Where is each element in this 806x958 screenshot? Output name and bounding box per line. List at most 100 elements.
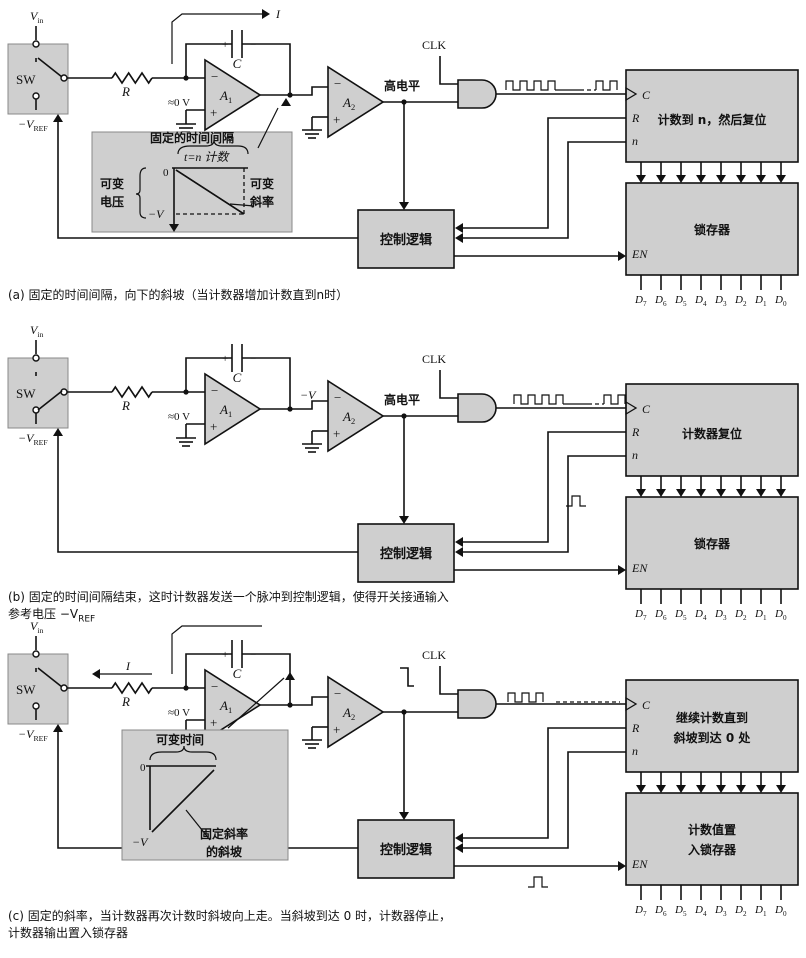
- switch-arrow: [53, 428, 63, 436]
- counter-block: [625, 679, 799, 773]
- inset-a-title: 固定的时间间隔: [150, 130, 234, 145]
- comparator-step: [400, 667, 414, 687]
- and-gate: [457, 79, 497, 109]
- bus-arrow-1: [656, 489, 666, 497]
- amp-a1-minus: −: [211, 383, 218, 398]
- inset-a-right-line1: 可变: [250, 176, 274, 191]
- pin-r: R: [631, 425, 640, 439]
- output-label-4: D3: [714, 608, 727, 622]
- output-label-2: D5: [674, 904, 687, 918]
- r-arrow: [455, 537, 463, 547]
- current-label: I: [125, 659, 131, 673]
- inset-c-right-line2: 的斜坡: [206, 844, 243, 859]
- en-arrow: [618, 251, 626, 261]
- counter-text-line1: 计数器复位: [682, 426, 742, 441]
- arrowhead: [285, 672, 295, 680]
- amp-a2: [327, 65, 385, 139]
- output-label-7: D0: [774, 904, 787, 918]
- cap-right-wire: [242, 43, 291, 95]
- switch-label: SW: [16, 72, 36, 87]
- r-label: R: [121, 398, 130, 413]
- output-label-6: D1: [754, 904, 767, 918]
- bus-arrow-4: [716, 489, 726, 497]
- counter-text-line1: 计数到 n，然后复位: [658, 112, 767, 127]
- switch-arm: [37, 390, 63, 411]
- control-label: 控制逻辑: [380, 842, 432, 858]
- clk-label: CLK: [422, 38, 446, 52]
- a1-to-a2-wire: [290, 696, 328, 706]
- switch-contact-bottom: [32, 702, 40, 710]
- bus-arrow-0: [636, 785, 646, 793]
- switch-pole: [60, 684, 68, 692]
- switch-contact-top: [32, 354, 40, 362]
- amp-a2-plus: +: [333, 426, 340, 441]
- control-in-arrow: [399, 516, 409, 524]
- pulse-c: [528, 876, 548, 888]
- r-feedback-wire: [462, 431, 626, 543]
- control-to-switch-wire: [57, 122, 358, 239]
- r-arrow: [455, 223, 463, 233]
- control-label: 控制逻辑: [380, 546, 432, 562]
- and-gate: [457, 393, 497, 423]
- amp-a2: [327, 379, 385, 453]
- cap-minus: −: [250, 353, 256, 365]
- inset-a-neg: −V: [148, 207, 165, 221]
- switch-arrow: [53, 724, 63, 732]
- caption-c: (c) 固定的斜率，当计数器再次计数时斜坡向上走。当斜坡到达 0 时，计数器停止…: [8, 909, 452, 940]
- bus-arrow-2: [676, 785, 686, 793]
- r-label: R: [121, 694, 130, 709]
- clock-pulses-a: [513, 394, 564, 405]
- switch-block: [7, 357, 69, 429]
- latch-text-line1: 锁存器: [694, 536, 731, 551]
- clock-pulses: [507, 692, 544, 703]
- switch-contact-top: [32, 650, 40, 658]
- zero-v-label: ≈0 V: [168, 707, 190, 719]
- pin-c: C: [642, 88, 651, 102]
- bus-arrow-0: [636, 489, 646, 497]
- comparator-out-label: 高电平: [384, 78, 420, 93]
- current-arrow: [262, 9, 270, 19]
- bus-arrow-7: [776, 175, 786, 183]
- output-label-7: D0: [774, 608, 787, 622]
- cap-plus: +: [222, 353, 228, 365]
- bus-arrow-6: [756, 175, 766, 183]
- bus-arrow-6: [756, 785, 766, 793]
- bus-arrow-1: [656, 175, 666, 183]
- cap-right-wire: [242, 653, 291, 705]
- n-feedback-wire: [462, 455, 626, 553]
- switch-arm: [37, 667, 63, 688]
- switch-pole: [60, 74, 68, 82]
- pulse-b: [566, 495, 586, 507]
- cap-minus: −: [250, 39, 256, 51]
- en-arrow: [618, 861, 626, 871]
- inset-a-left-brace: [135, 167, 147, 219]
- vin-label: Vin: [30, 619, 44, 635]
- inset-c-neg: −V: [132, 835, 149, 849]
- current-arrow: [92, 669, 100, 679]
- bus-arrow-0: [636, 175, 646, 183]
- wire: [175, 169, 245, 215]
- c-label: C: [233, 370, 242, 385]
- amp-a1-minus: −: [211, 69, 218, 84]
- output-label-5: D2: [734, 904, 747, 918]
- output-label-4: D3: [714, 904, 727, 918]
- bus-arrow-4: [716, 175, 726, 183]
- amp-a2-plus: +: [333, 112, 340, 127]
- clock-pulses-b: [595, 80, 618, 91]
- control-to-switch-wire: [57, 436, 358, 553]
- n-feedback-wire: [462, 141, 626, 239]
- amp-a2-minus: −: [334, 76, 341, 91]
- current-label: I: [275, 7, 281, 21]
- comparator-out-label: 高电平: [384, 392, 420, 407]
- resistor: [111, 681, 153, 695]
- output-label-2: D5: [674, 608, 687, 622]
- pin-r: R: [631, 111, 640, 125]
- amp-a1-label: A1: [219, 88, 232, 105]
- output-label-0: D7: [634, 608, 647, 622]
- inset-c-title: 可变时间: [156, 732, 204, 747]
- output-label-2: D5: [674, 294, 687, 308]
- arrowhead: [281, 98, 291, 106]
